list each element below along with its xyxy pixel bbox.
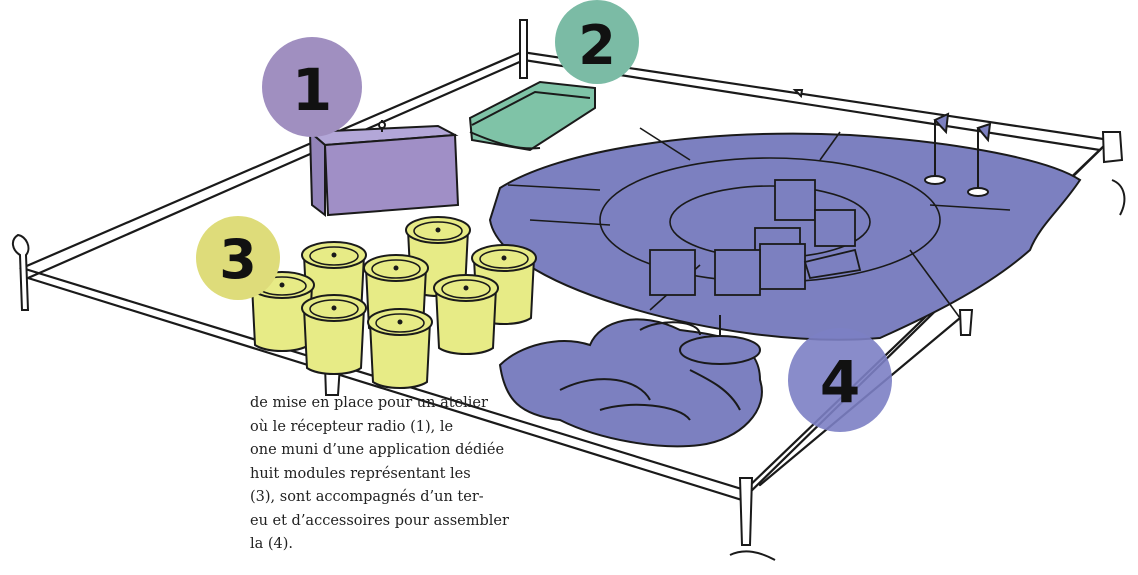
svg-text:3: 3 xyxy=(219,228,257,291)
marker-3: 3 xyxy=(196,216,280,300)
svg-text:2: 2 xyxy=(578,14,616,77)
module-cylinder xyxy=(368,309,432,388)
caption-line: huit modules représentant les xyxy=(250,463,580,487)
module-cylinders xyxy=(250,217,536,388)
caption-line: one muni d’une application dédiée xyxy=(250,439,580,463)
caption-line: (3), sont accompagnés d’un ter- xyxy=(250,486,580,510)
svg-text:1: 1 xyxy=(292,56,332,124)
marker-2: 2 xyxy=(555,0,639,84)
caption-line: de mise en place pour un atelier xyxy=(250,392,580,416)
caption-line: eu et d’accessoires pour assembler xyxy=(250,510,580,534)
marker-4: 4 xyxy=(788,328,892,432)
caption-line: la (4). xyxy=(250,533,580,557)
radio-receiver-box xyxy=(310,120,458,215)
svg-text:4: 4 xyxy=(820,348,860,416)
phone xyxy=(470,82,595,150)
caption-line: où le récepteur radio (1), le xyxy=(250,416,580,440)
module-cylinder xyxy=(434,275,498,354)
module-cylinder xyxy=(302,295,366,374)
marker-1: 1 xyxy=(262,37,362,137)
caption: de mise en place pour un atelier où le r… xyxy=(250,392,580,557)
